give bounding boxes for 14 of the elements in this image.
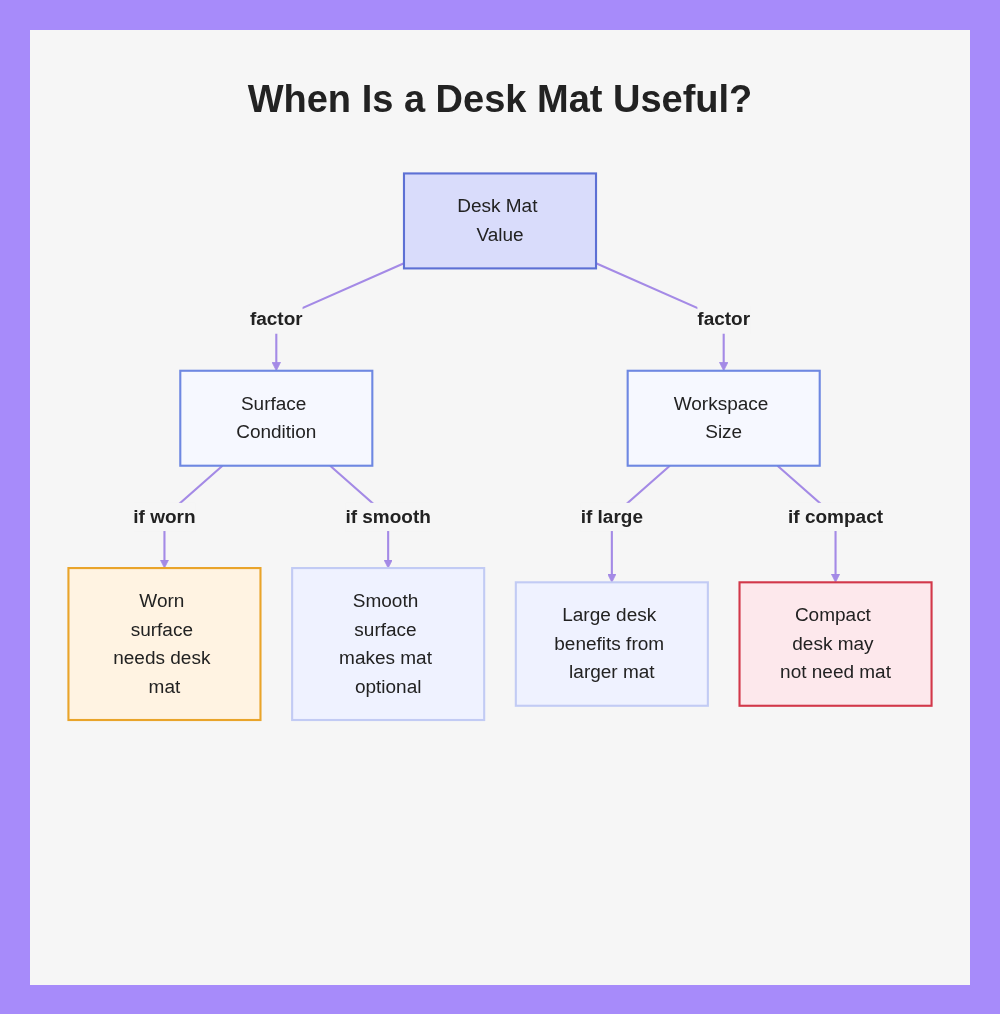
node-box: Desk Mat Value: [402, 172, 598, 270]
node-box: Worn surface needs desk mat: [67, 567, 262, 722]
node-box: Compact desk may not need mat: [738, 581, 933, 707]
node-box: Large desk benefits from larger mat: [514, 581, 709, 707]
node-box: Workspace Size: [626, 369, 821, 467]
edge-label: if worn: [133, 505, 196, 527]
edge-label: factor: [697, 308, 751, 330]
edge-label: factor: [249, 308, 303, 330]
edge-label: if compact: [788, 505, 884, 527]
title: When Is a Desk Mat Useful?: [247, 78, 753, 121]
node-box: Smooth surface makes mat optional: [291, 567, 486, 722]
edge-label: if large: [580, 505, 643, 527]
node-box: Surface Condition: [179, 369, 374, 467]
edge-label: if smooth: [345, 505, 431, 527]
